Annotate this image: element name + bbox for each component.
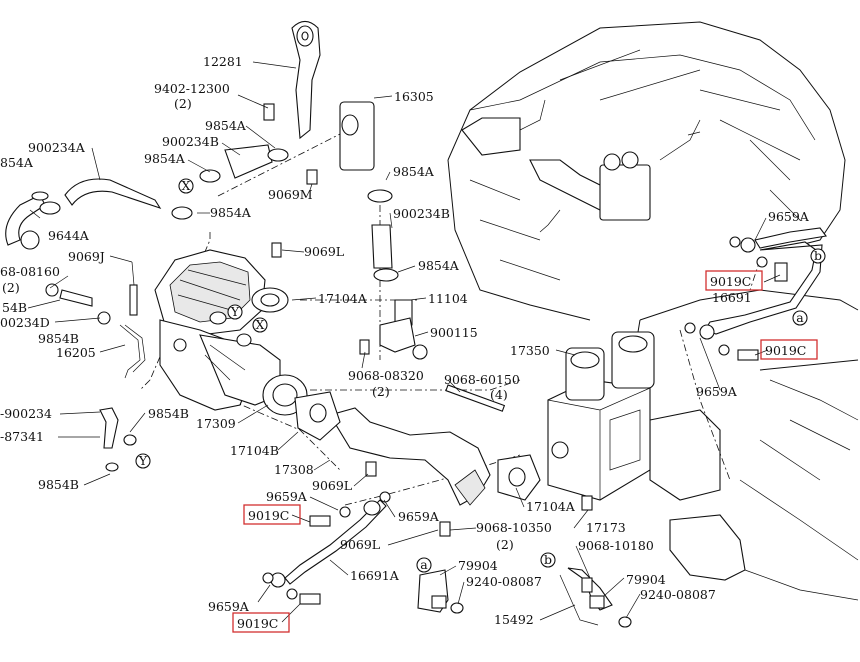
- part-label: 9069L: [340, 537, 380, 552]
- engine-block-top: [447, 21, 846, 321]
- part-label: 9659A: [768, 209, 810, 224]
- marker-x2: [252, 317, 268, 333]
- part-label: 9854B: [38, 477, 79, 492]
- fasteners: [20, 103, 788, 628]
- part-label: 17350: [510, 343, 550, 358]
- part-label: 54B: [2, 300, 27, 315]
- marker-b1: [810, 248, 826, 264]
- egr-cooler: [154, 249, 308, 416]
- part-label: 00234D: [0, 315, 50, 330]
- part-label: 9069M: [268, 187, 313, 202]
- part-label: 16691: [712, 290, 752, 305]
- part-label: 12281: [203, 54, 243, 69]
- part-label: 17104A: [318, 291, 368, 306]
- marker-b2-label: b: [544, 552, 552, 567]
- part-label: 79904: [458, 558, 498, 573]
- part-label: 900234B: [162, 134, 219, 149]
- part-label: 9068-08320: [348, 368, 424, 383]
- highlight-label-1[interactable]: 9019C: [710, 274, 751, 289]
- part-label: 9068-10180: [578, 538, 654, 553]
- part-label: 15492: [494, 612, 534, 627]
- part-label: 9854A: [393, 164, 435, 179]
- egr-valve: [547, 331, 655, 501]
- part-label: 900115: [430, 325, 478, 340]
- part-label: 9659A: [266, 489, 308, 504]
- part-label: 16691A: [350, 568, 400, 583]
- part-label: 17173: [586, 520, 626, 535]
- part-label: -900234: [0, 406, 52, 421]
- marker-x1: [178, 178, 194, 194]
- part-label: 17308: [274, 462, 314, 477]
- part-label: 9069L: [312, 478, 352, 493]
- part-label: 9240-08087: [640, 587, 716, 602]
- highlight-box-3: [243, 504, 301, 525]
- highlight-label-2[interactable]: 9019C: [765, 343, 806, 358]
- highlighted-parts: 9019C 9019C 9019C 9019C: [232, 270, 818, 633]
- part-label: 17104A: [526, 499, 576, 514]
- part-label: 9068-10350: [476, 520, 552, 535]
- part-label: 9069L: [304, 244, 344, 259]
- highlight-label-4[interactable]: 9019C: [237, 616, 278, 631]
- highlight-box-1: [705, 270, 763, 291]
- marker-a2-label: a: [420, 557, 428, 572]
- part-label: 16205: [56, 345, 96, 360]
- part-label: 9240-08087: [466, 574, 542, 589]
- part-label: 79904: [626, 572, 666, 587]
- highlight-box-2: [760, 339, 818, 360]
- part-label: (4): [490, 387, 508, 402]
- marker-y1-label: Y: [230, 304, 240, 319]
- part-label: 9659A: [208, 599, 250, 614]
- part-label: 9068-60150: [444, 372, 520, 387]
- exhaust-pipe: [294, 391, 541, 506]
- marker-a2: [416, 557, 432, 573]
- part-label: (2): [496, 537, 514, 552]
- engine-block-bottom: [629, 289, 859, 601]
- part-label: 9854B: [148, 406, 189, 421]
- part-label: 9854B: [38, 331, 79, 346]
- part-labels: 12281 9402-12300 (2) 16305 900234A 9854A…: [0, 54, 810, 627]
- part-label: 854A: [0, 155, 34, 170]
- highlight-box-4: [232, 612, 290, 633]
- part-label: 9854A: [210, 205, 252, 220]
- part-label: -87341: [0, 429, 44, 444]
- reference-markers: X X Y Y b a a b: [135, 178, 826, 573]
- marker-y2-label: Y: [138, 453, 148, 468]
- marker-x2-label: X: [256, 317, 265, 332]
- bracket-12281: [291, 20, 375, 171]
- part-label: 9659A: [398, 509, 440, 524]
- marker-a1-label: a: [796, 310, 804, 325]
- part-label: (2): [2, 280, 20, 295]
- part-label: (2): [372, 384, 390, 399]
- part-label: 900234B: [393, 206, 450, 221]
- marker-b1-label: b: [814, 248, 822, 263]
- part-label: 16305: [394, 89, 434, 104]
- part-label: 9854A: [144, 151, 186, 166]
- marker-b2: [540, 552, 556, 568]
- part-label: 900234A: [28, 140, 86, 155]
- marker-y2: [135, 453, 151, 469]
- part-label: 68-08160: [0, 264, 60, 279]
- hoses: [5, 144, 416, 472]
- marker-y1: [227, 304, 243, 320]
- part-label: 9854A: [418, 258, 460, 273]
- highlight-label-3[interactable]: 9019C: [248, 508, 289, 523]
- part-label: 17309: [196, 416, 236, 431]
- marker-x1-label: X: [182, 178, 191, 193]
- part-label: 9402-12300: [154, 81, 230, 96]
- part-label: 11104: [428, 291, 468, 306]
- part-label: 9069J: [68, 249, 105, 264]
- part-label: (2): [174, 96, 192, 111]
- part-label: 9854A: [205, 118, 247, 133]
- part-label: 9644A: [48, 228, 90, 243]
- leader-lines: [27, 61, 781, 623]
- part-label: 9659A: [696, 384, 738, 399]
- part-label: 17104B: [230, 443, 279, 458]
- marker-a1: [792, 310, 808, 326]
